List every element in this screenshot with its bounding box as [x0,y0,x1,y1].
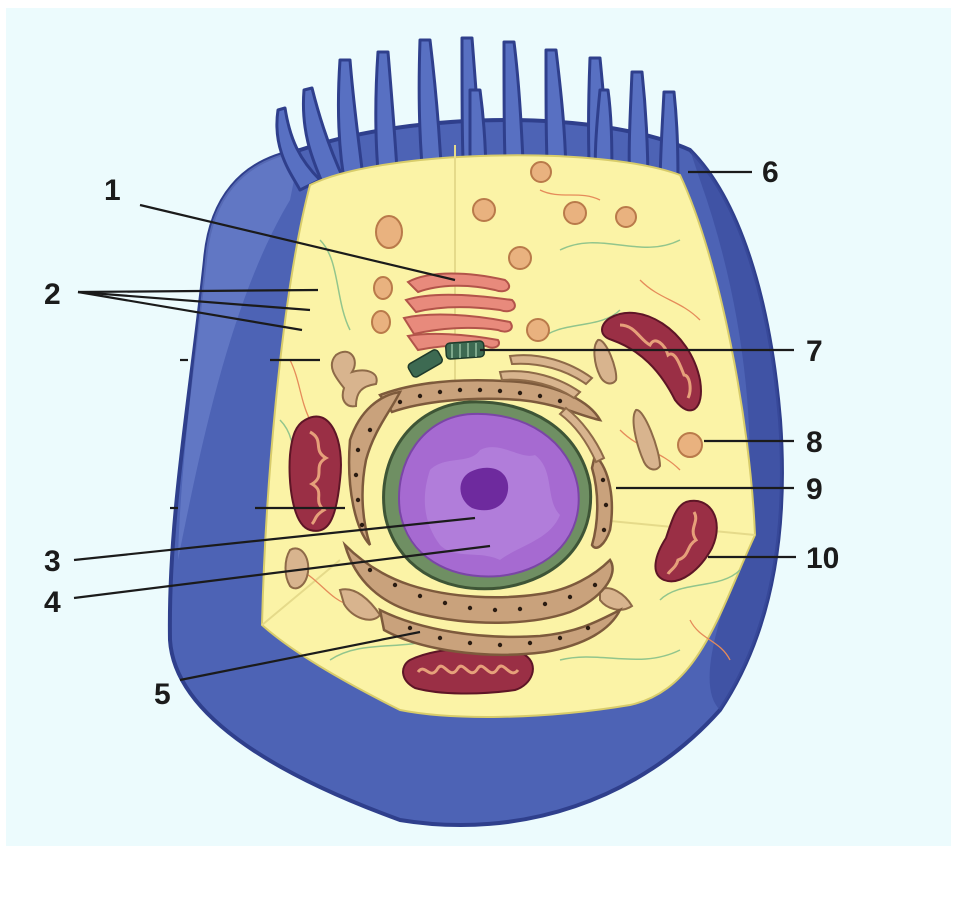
ribosomes [353,387,609,648]
golgi-apparatus [402,272,516,352]
membrane-shade [690,150,782,710]
label-1: 1 [104,174,121,207]
nucleolus [460,467,509,511]
label-8: 8 [806,426,823,459]
vesicles [371,161,703,458]
label-7: 7 [806,335,823,368]
label-9: 9 [806,473,823,506]
label-3: 3 [44,545,61,578]
label-2: 2 [44,278,61,311]
smooth-er [284,339,662,621]
label-10: 10 [806,542,839,575]
label-6: 6 [762,156,779,189]
mitochondria [288,311,718,695]
microvilli [275,36,680,194]
centrioles [407,340,485,378]
membrane-highlight [178,150,300,560]
leader-lines [73,170,796,682]
label-5: 5 [154,678,171,711]
label-4: 4 [44,586,61,619]
er-stacks [498,354,606,464]
